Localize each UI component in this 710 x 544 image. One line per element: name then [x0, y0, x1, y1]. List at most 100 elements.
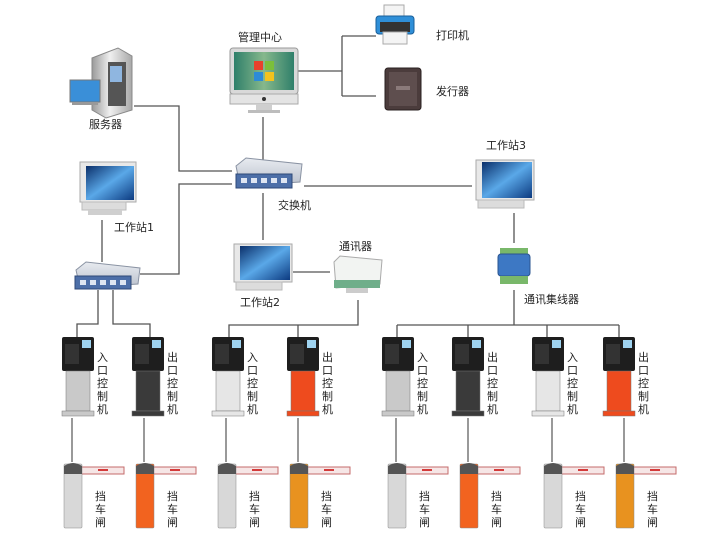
barrier-gate-icon [217, 463, 279, 529]
barrier-gate-label: 挡车闸 [95, 490, 106, 529]
workstation2-label: 工作站2 [240, 296, 280, 309]
barrier-cap [616, 463, 634, 474]
monitor-icon [233, 243, 293, 291]
controller-base [381, 410, 415, 417]
exit-controller-label: 出口控制机 [322, 351, 333, 416]
barrier-arm-stripe [650, 469, 660, 471]
barrier-gate-label: 挡车闸 [321, 490, 332, 529]
card-issuer-label: 发行器 [436, 85, 469, 98]
controller-barrier-lines [71, 418, 625, 462]
comm-hub-icon [497, 248, 531, 284]
network-switch-icon [235, 157, 303, 189]
exit-controller-icon [451, 337, 485, 417]
workstation3-label: 工作站3 [486, 139, 526, 152]
controller-body [65, 370, 91, 412]
line-switch-to-ws1hub [140, 183, 232, 275]
barrier-arm-stripe [98, 469, 108, 471]
barrier-gate-label: 挡车闸 [419, 490, 430, 529]
barrier-cap [388, 463, 406, 474]
barrier-gate-label: 挡车闸 [249, 490, 260, 529]
controller-screen [82, 340, 91, 348]
barrier-gate-icon [289, 463, 351, 529]
controller-display [65, 344, 79, 364]
controller-display [135, 344, 149, 364]
barrier-gate-icon [135, 463, 197, 529]
barrier-gate-icon [615, 463, 677, 529]
line-server-to-switch [134, 105, 232, 172]
barrier-arm-stripe [578, 469, 588, 471]
barrier-gate-icon [543, 463, 605, 529]
server-label: 服务器 [89, 118, 122, 131]
controller-body [290, 370, 316, 412]
barrier-gate-icon [459, 463, 521, 529]
controller-body [455, 370, 481, 412]
controller-screen [623, 340, 632, 348]
controller-body [215, 370, 241, 412]
entrance-controller-icon [381, 337, 415, 417]
barrier-gate-icon [387, 463, 449, 529]
line-comm-branch [228, 300, 359, 337]
entrance-controller-icon [211, 337, 245, 417]
entrance-controller-icon [61, 337, 95, 417]
comm-hub-label: 通讯集线器 [524, 293, 579, 306]
connection-lines [76, 35, 620, 337]
controller-base [211, 410, 245, 417]
exit-controller-icon [286, 337, 320, 417]
barrier-arm-stripe [422, 469, 432, 471]
exit-controller-icon [131, 337, 165, 417]
barrier-gate-icon [63, 463, 125, 529]
controller-display [385, 344, 399, 364]
barrier-arm-stripe [494, 469, 504, 471]
workstation1-label: 工作站1 [114, 221, 154, 234]
controller-display [606, 344, 620, 364]
line-hub1-branch2 [112, 290, 151, 337]
entrance-controller-label: 入口控制机 [247, 351, 258, 416]
controller-base [451, 410, 485, 417]
controller-screen [152, 340, 161, 348]
controller-body [535, 370, 561, 412]
controller-base [531, 410, 565, 417]
management-center-label: 管理中心 [238, 31, 282, 44]
barrier-cap [136, 463, 154, 474]
exit-controller-icon [602, 337, 636, 417]
communicator-icon [333, 255, 383, 293]
barrier-arm-stripe [324, 469, 334, 471]
barrier-arm-stripe [252, 469, 262, 471]
barrier-cap [460, 463, 478, 474]
barrier-cap [544, 463, 562, 474]
controller-body [385, 370, 411, 412]
controller-body [135, 370, 161, 412]
controller-screen [402, 340, 411, 348]
controller-base [61, 410, 95, 417]
barrier-arm-stripe [170, 469, 180, 471]
communicator-label: 通讯器 [339, 240, 372, 253]
barriers-layer [63, 463, 677, 529]
monitor-icon [79, 161, 137, 215]
printer-icon [375, 4, 415, 45]
controllers-layer [61, 337, 636, 417]
entrance-controller-label: 入口控制机 [417, 351, 428, 416]
barrier-gate-label: 挡车闸 [647, 490, 658, 529]
server-icon [69, 47, 133, 119]
controller-base [602, 410, 636, 417]
barrier-cap [64, 463, 82, 474]
controller-screen [307, 340, 316, 348]
controller-display [290, 344, 304, 364]
switch-label: 交换机 [278, 199, 311, 212]
entrance-controller-label: 入口控制机 [567, 351, 578, 416]
controller-screen [552, 340, 561, 348]
controller-base [286, 410, 320, 417]
monitor-icon [475, 159, 535, 209]
controller-base [131, 410, 165, 417]
barrier-gate-label: 挡车闸 [491, 490, 502, 529]
card-reader-icon [384, 67, 422, 111]
controller-screen [232, 340, 241, 348]
entrance-controller-icon [531, 337, 565, 417]
entrance-controller-label: 入口控制机 [97, 351, 108, 416]
imac-icon [229, 47, 299, 113]
barrier-cap [290, 463, 308, 474]
controller-display [215, 344, 229, 364]
controller-screen [472, 340, 481, 348]
network-switch-icon [74, 261, 141, 290]
